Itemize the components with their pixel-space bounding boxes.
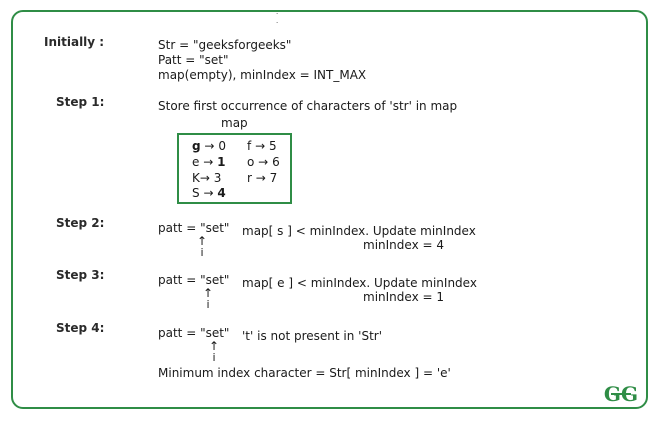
step4-patt: patt = "set" (158, 326, 230, 340)
step2-pointer: ↑ i (196, 234, 208, 259)
map-init: map(empty), minIndex = INT_MAX (158, 68, 367, 82)
step2-minindex: minIndex = 4 (363, 238, 444, 252)
initially-label: Initially : (44, 35, 105, 49)
step3-pointer: ↑ i (202, 286, 214, 311)
map-entry-g: g → 0 (192, 139, 226, 153)
step1-desc: Store first occurrence of characters of … (158, 99, 458, 113)
geeksforgeeks-logo-icon: GG (604, 382, 638, 406)
step3-label: Step 3: (56, 268, 105, 282)
map-entry-s: S → 4 (192, 186, 226, 200)
step3-patt: patt = "set" (158, 273, 230, 287)
up-arrow-icon: ↑ (196, 234, 208, 248)
pointer-label: i (212, 351, 216, 364)
map-title: map (221, 116, 248, 130)
map-box: g → 0 e → 1 K→ 3 S → 4 f → 5 o → 6 r → 7 (177, 133, 292, 204)
up-arrow-icon: ↑ (202, 286, 214, 300)
step2-condition: map[ s ] < minIndex. Update minIndex (242, 224, 476, 238)
map-entry-f: f → 5 (247, 139, 277, 153)
diagram-frame (11, 10, 648, 409)
map-entry-r: r → 7 (247, 171, 278, 185)
decorative-dots: ·· (276, 10, 279, 27)
pointer-label: i (200, 246, 204, 259)
step4-pointer: ↑ i (208, 339, 220, 364)
str-definition: Str = "geeksforgeeks" (158, 38, 292, 52)
map-entry-k: K→ 3 (192, 171, 222, 185)
pointer-label: i (206, 298, 210, 311)
up-arrow-icon: ↑ (208, 339, 220, 353)
result-text: Minimum index character = Str[ minIndex … (158, 366, 451, 380)
step4-label: Step 4: (56, 321, 105, 335)
step3-minindex: minIndex = 1 (363, 290, 444, 304)
patt-definition: Patt = "set" (158, 53, 229, 67)
step2-patt: patt = "set" (158, 221, 230, 235)
step3-condition: map[ e ] < minIndex. Update minIndex (242, 276, 477, 290)
map-entry-e: e → 1 (192, 155, 226, 169)
step1-label: Step 1: (56, 95, 105, 109)
initially-text: Str = "geeksforgeeks" Patt = "set" map(e… (158, 38, 366, 83)
step4-condition: 't' is not present in 'Str' (242, 329, 383, 343)
map-entry-o: o → 6 (247, 155, 280, 169)
step2-label: Step 2: (56, 216, 105, 230)
